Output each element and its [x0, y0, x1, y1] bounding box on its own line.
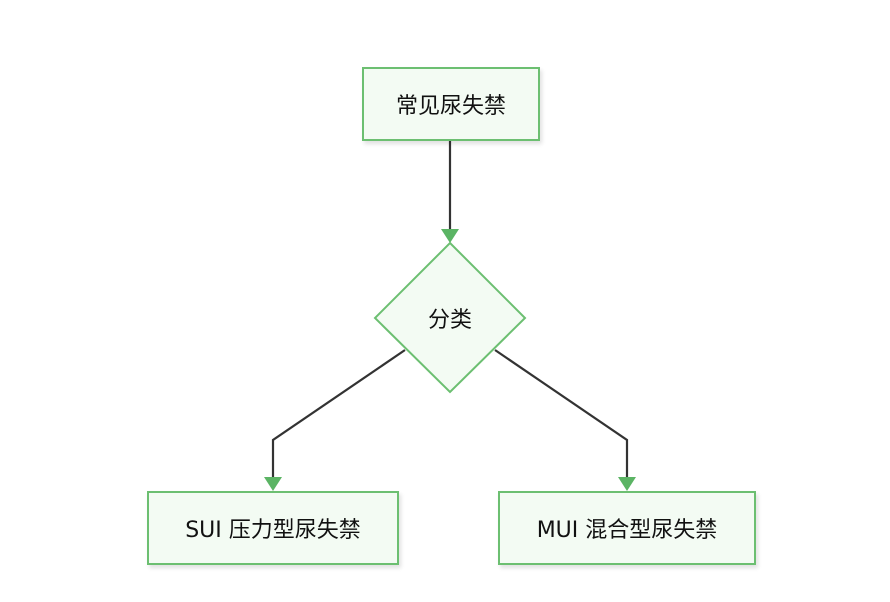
decision-diamond	[373, 241, 527, 394]
decision-label: 分类	[427, 308, 472, 333]
node-sui: SUI 压力型尿失禁	[147, 491, 399, 565]
node-common-incontinence-label: 常见尿失禁	[395, 94, 506, 119]
edge-decision-to-left	[271, 349, 406, 478]
node-mui-label: MUI 混合型尿失禁	[536, 518, 718, 543]
node-sui-label: SUI 压力型尿失禁	[185, 518, 361, 543]
edge-decision-to-right	[494, 349, 629, 478]
arrowhead-decision	[441, 229, 459, 243]
node-mui: MUI 混合型尿失禁	[498, 491, 756, 565]
node-common-incontinence: 常见尿失禁	[362, 67, 540, 141]
arrowhead-left	[264, 477, 282, 491]
arrowhead-right	[618, 477, 636, 491]
